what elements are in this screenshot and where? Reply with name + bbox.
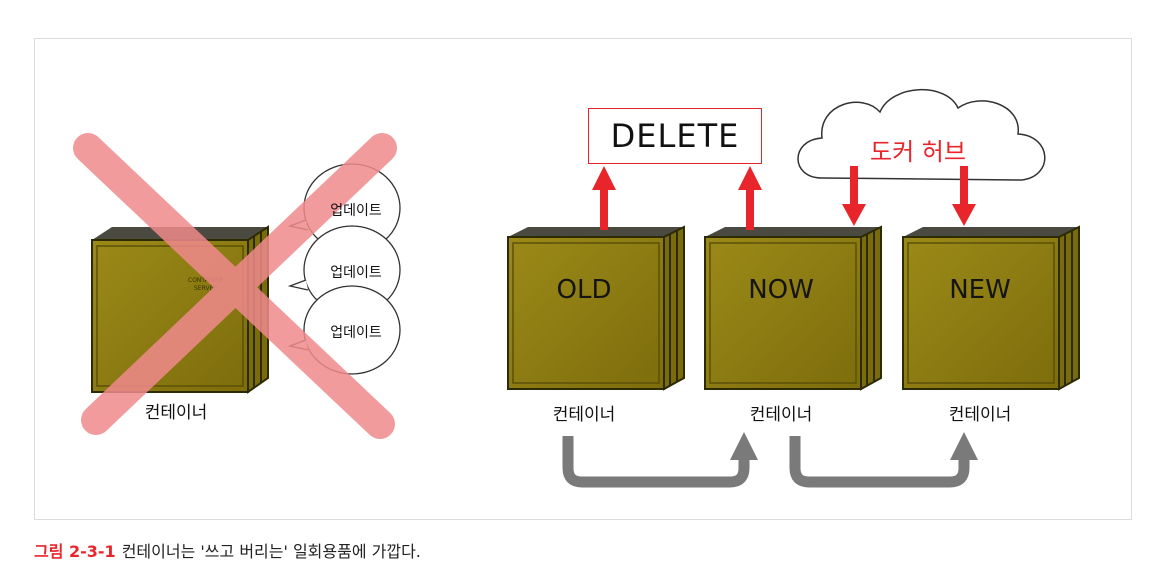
transition-arrows <box>562 436 970 488</box>
transition-arrowheads <box>730 432 978 460</box>
figure-frame <box>34 38 1132 520</box>
container-now-label: 컨테이너 <box>749 405 813 425</box>
figure-number: 그림 2-3-1 <box>34 542 116 561</box>
container-new-text: NEW <box>949 275 1011 305</box>
delete-box: DELETE <box>588 108 762 164</box>
cross-mark <box>73 133 397 439</box>
bubble-text-1: 업데이트 <box>330 203 382 219</box>
container-now-text: NOW <box>748 275 814 305</box>
update-bubbles <box>287 163 401 375</box>
container-old-text: OLD <box>556 275 612 305</box>
container-old <box>507 225 685 391</box>
docker-hub-label: 도커 허브 <box>870 138 966 166</box>
delete-arrows <box>592 166 762 230</box>
pull-arrows <box>842 166 976 226</box>
container-now <box>704 225 882 391</box>
container-new-label: 컨테이너 <box>948 405 1012 425</box>
left-container-label: 컨테이너 <box>144 403 208 423</box>
svg-text:CONTAINER: CONTAINER <box>188 277 223 284</box>
container-old-label: 컨테이너 <box>552 405 616 425</box>
svg-text:SERVER: SERVER <box>194 285 218 292</box>
bubble-text-2: 업데이트 <box>330 265 382 281</box>
container-new <box>902 225 1080 391</box>
caption-text: 컨테이너는 '쓰고 버리는' 일회용품에 가깝다. <box>121 542 421 561</box>
figure-caption: 그림 2-3-1 컨테이너는 '쓰고 버리는' 일회용품에 가깝다. <box>34 538 421 562</box>
cloud-shape <box>797 88 1046 181</box>
bubble-text-3: 업데이트 <box>330 325 382 341</box>
